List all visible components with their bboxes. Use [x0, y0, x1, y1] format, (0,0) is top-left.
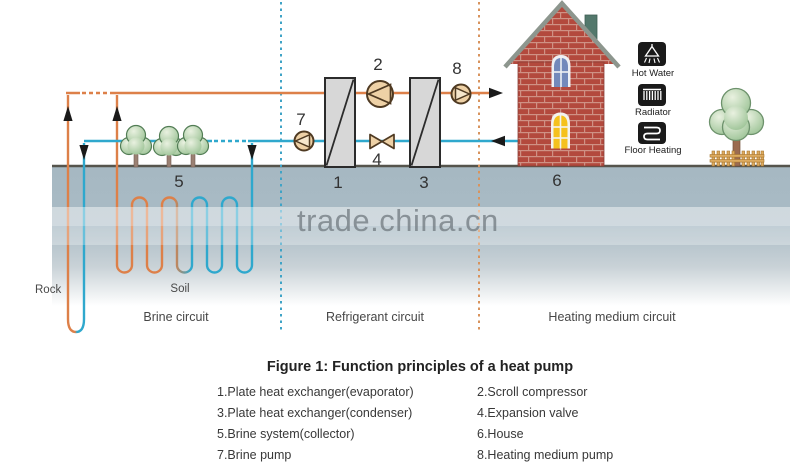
ground-collector-pipes — [66, 95, 254, 334]
roof-trim — [503, 0, 621, 69]
brine-pump — [293, 130, 315, 152]
label-expansion-valve-number: 4 — [372, 150, 382, 169]
refrigerant-circuit-label: Refrigerant circuit — [326, 310, 424, 324]
right-arrow-into-house — [489, 87, 503, 99]
figure-caption: Figure 1: Function principles of a heat … — [266, 359, 574, 375]
hot-water-label: Hot Water — [631, 68, 675, 79]
radiator-label: Radiator — [635, 107, 671, 118]
floor-heating-label: Floor Heating — [624, 145, 682, 156]
label-house-number: 6 — [552, 171, 562, 190]
label-collector-number: 5 — [174, 172, 184, 191]
plate-heat-exchanger-condenser — [409, 77, 441, 168]
legend-item-1: 1.Plate heat exchanger(evaporator) — [217, 385, 414, 399]
label-condenser-number: 3 — [419, 173, 429, 192]
legend-item-4: 4.Expansion valve — [477, 406, 579, 420]
radiator-icon — [638, 84, 666, 106]
rock-label: Rock — [35, 284, 62, 296]
heating-medium-circuit-label: Heating medium circuit — [548, 310, 676, 324]
scroll-compressor — [366, 80, 394, 108]
label-evaporator-number: 1 — [333, 173, 343, 192]
up-arrow — [112, 106, 122, 121]
legend-item-5: 5.Brine system(collector) — [217, 427, 355, 441]
brine-circuit-label: Brine circuit — [143, 310, 209, 324]
small-trees — [119, 124, 210, 168]
tree — [119, 124, 153, 168]
tree — [176, 124, 210, 168]
flow-arrows — [63, 87, 505, 160]
expansion-valve — [369, 133, 395, 150]
watermark-text: trade.china.cn — [297, 203, 499, 238]
label-heating-medium-pump-number: 8 — [452, 59, 462, 78]
upper-window — [551, 55, 571, 87]
collector-pipe — [115, 95, 254, 274]
lower-window — [551, 112, 570, 149]
left-arrow-from-house — [491, 135, 505, 147]
legend-item-2: 2.Scroll compressor — [477, 385, 588, 399]
plate-heat-exchanger-evaporator — [324, 77, 356, 168]
heating-medium-pump — [450, 83, 472, 105]
down-arrow — [247, 145, 257, 160]
borehole-pipe — [66, 95, 86, 334]
legend-item-7: 7.Brine pump — [217, 448, 292, 462]
floor-heating-icon — [638, 122, 666, 144]
label-compressor-number: 2 — [373, 55, 383, 74]
house — [503, 0, 621, 167]
legend-item-3: 3.Plate heat exchanger(condenser) — [217, 406, 413, 420]
down-arrow — [79, 145, 89, 160]
up-arrow — [63, 106, 73, 121]
label-brine-pump-number: 7 — [296, 110, 306, 129]
watermark-band — [52, 207, 790, 245]
legend-item-6: 6.House — [477, 427, 524, 441]
legend-item-8: 8.Heating medium pump — [477, 448, 614, 462]
house-gable — [510, 5, 614, 64]
hot-water-icon — [638, 42, 666, 66]
ground-area — [52, 164, 790, 306]
fence — [709, 150, 765, 167]
garden-tree — [708, 87, 765, 167]
soil-label: Soil — [170, 283, 190, 295]
